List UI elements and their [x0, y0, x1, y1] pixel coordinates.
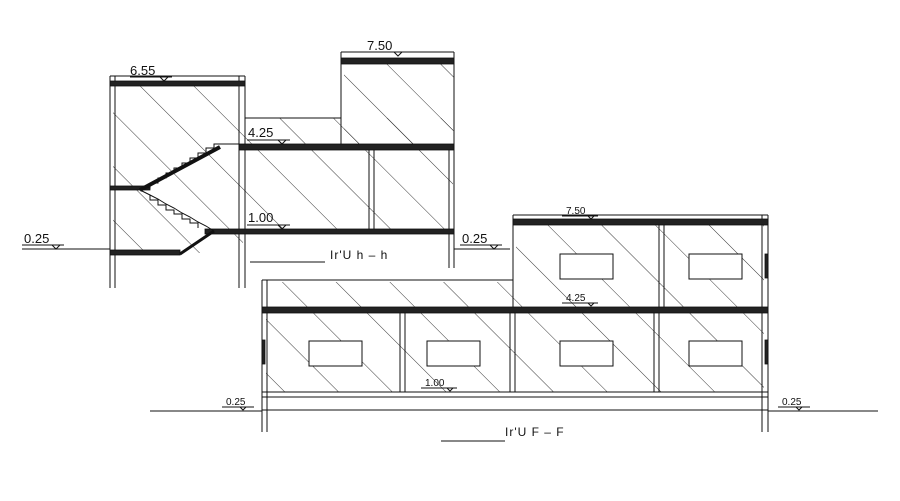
level-mark-ground-right: 0.25: [460, 231, 502, 250]
window: [426, 340, 481, 367]
level-mark-ground-floor-f: 1.00: [421, 378, 457, 392]
level-mark-roof-left: 6.55: [130, 63, 172, 82]
window: [688, 340, 743, 367]
svg-text:7.50: 7.50: [367, 38, 392, 53]
svg-text:4.25: 4.25: [566, 293, 586, 304]
level-mark-roof-f: 7.50: [562, 206, 598, 220]
staircase: [139, 143, 239, 256]
level-mark-first-floor: 4.25: [247, 125, 290, 145]
svg-text:0.25: 0.25: [462, 231, 487, 246]
svg-text:0.25: 0.25: [782, 397, 802, 408]
section-caption-h-h: Ir'U h – h: [330, 248, 388, 262]
svg-text:6.55: 6.55: [130, 63, 155, 78]
level-mark-ground-left: 0.25: [22, 231, 64, 250]
window: [559, 340, 614, 367]
svg-text:7.50: 7.50: [566, 206, 586, 217]
roof-slab-left: [109, 80, 246, 87]
svg-text:0.25: 0.25: [226, 397, 246, 408]
level-mark-first-floor-f: 4.25: [562, 293, 598, 307]
section-f-f: 7.50 4.25 1.00 0.25 0.25 Ir'U F – F: [150, 206, 878, 442]
window: [308, 340, 363, 367]
roof-slab: [512, 218, 769, 226]
first-floor-slab-f: [261, 306, 769, 314]
window: [688, 253, 743, 280]
first-floor-slab: [238, 143, 455, 151]
roof-slab-right: [340, 57, 455, 65]
level-mark-landing: 1.00: [247, 210, 290, 230]
landing-slab: [204, 228, 455, 235]
svg-text:4.25: 4.25: [248, 125, 273, 140]
ground-slab-left: [109, 249, 181, 256]
section-h-h: 6.55 7.50 4.25 1.00 0.25 0.25: [22, 38, 510, 288]
level-mark-ground-left-f: 0.25: [222, 397, 254, 411]
lower-band-hatch: [266, 282, 516, 310]
window: [559, 253, 614, 280]
right-tower-hatch: [344, 58, 454, 146]
level-mark-ground-right-f: 0.25: [778, 397, 810, 411]
section-caption-f-f: Ir'U F – F: [505, 425, 565, 439]
level-mark-roof-right: 7.50: [364, 38, 406, 57]
svg-text:0.25: 0.25: [24, 231, 49, 246]
svg-text:1.00: 1.00: [248, 210, 273, 225]
svg-text:1.00: 1.00: [425, 378, 445, 389]
